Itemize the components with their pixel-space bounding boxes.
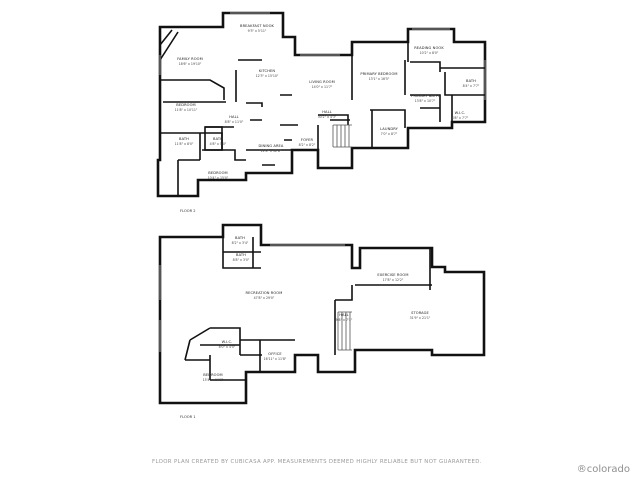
room-bath-lower-1-dims: 8'2" x 3'4" bbox=[232, 241, 249, 245]
room-family-room-name: FAMILY ROOM bbox=[177, 57, 203, 61]
room-office-name: OFFICE bbox=[268, 352, 282, 356]
room-foyer-name: FOYER bbox=[301, 138, 314, 142]
room-bath-upper-2-name: BATH bbox=[179, 137, 189, 141]
room-hall-upper-1-dims: 8'8" x 11'0" bbox=[225, 120, 244, 124]
room-bath-primary-dims: 8'4" x 7'7" bbox=[463, 84, 480, 88]
room-reading-nook-dims: 10'2" x 8'0" bbox=[420, 51, 439, 55]
room-wic-lower-dims: 8'0" x 4'0" bbox=[219, 345, 236, 349]
room-bedroom-lower-dims: 15'4" x 10'8" bbox=[203, 378, 224, 382]
room-hall-upper-2-name: HALL bbox=[322, 110, 332, 114]
room-storage-dims: 31'9" x 21'1" bbox=[410, 316, 431, 320]
lower-floor-plan bbox=[158, 223, 486, 405]
room-kitchen-dims: 12'3" x 15'10" bbox=[256, 74, 279, 78]
room-primary-bath-name: PRIMARY BATH bbox=[411, 94, 439, 98]
room-foyer-dims: 8'2" x 8'2" bbox=[299, 143, 316, 147]
room-bedroom-upper-1-dims: 11'8" x 10'11" bbox=[175, 108, 198, 112]
floor-label-upper: FLOOR 2 bbox=[180, 209, 196, 213]
room-kitchen-name: KITCHEN bbox=[259, 69, 275, 73]
upper-floor-plan bbox=[156, 11, 487, 198]
room-primary-bath-dims: 13'8" x 10'7" bbox=[415, 99, 436, 103]
room-primary-bedroom-name: PRIMARY BEDROOM bbox=[360, 72, 397, 76]
room-dining-area-dims: 11'8" x 12'8" bbox=[261, 149, 282, 153]
room-wic-upper-name: W.I.C. bbox=[455, 111, 466, 115]
room-breakfast-nook-name: BREAKFAST NOOK bbox=[240, 24, 275, 28]
room-hall-upper-1-name: HALL bbox=[229, 115, 239, 119]
room-hall-upper-2-dims: 30'2" x 4'3" bbox=[318, 115, 337, 119]
room-bedroom-lower-name: BEDROOM bbox=[203, 373, 222, 377]
room-bath-lower-2-name: BATH bbox=[236, 253, 246, 257]
room-reading-nook-name: READING NOOK bbox=[414, 46, 444, 50]
room-recreation-room-dims: 47'8" x 29'0" bbox=[254, 296, 275, 300]
room-bedroom-upper-2-dims: 10'4" x 15'0" bbox=[208, 176, 229, 180]
room-dining-area-name: DINING AREA bbox=[259, 144, 284, 148]
room-living-room-dims: 14'0" x 11'7" bbox=[312, 85, 333, 89]
room-hall-lower-name: HALL bbox=[339, 313, 349, 317]
room-bath-primary-name: BATH bbox=[466, 79, 476, 83]
room-office-dims: 16'11" x 11'8" bbox=[264, 357, 287, 361]
room-breakfast-nook-dims: 9'3" x 5'11" bbox=[248, 29, 267, 33]
room-bath-upper-3-name: BATH bbox=[213, 137, 223, 141]
disclaimer-footer: FLOOR PLAN CREATED BY CUBICASA APP. MEAS… bbox=[152, 459, 482, 465]
room-wic-lower-name: W.I.C. bbox=[222, 340, 233, 344]
room-laundry-name: LAUNDRY bbox=[380, 127, 398, 131]
room-bath-lower-1-name: BATH bbox=[235, 236, 245, 240]
room-bedroom-upper-1-name: BEDROOM bbox=[176, 103, 195, 107]
room-living-room-name: LIVING ROOM bbox=[309, 80, 335, 84]
room-family-room-dims: 18'6" x 19'10" bbox=[179, 62, 202, 66]
room-laundry-dims: 7'0" x 8'7" bbox=[381, 132, 398, 136]
floor-label-lower: FLOOR 1 bbox=[180, 415, 196, 419]
brand-watermark: ®colorado bbox=[576, 464, 630, 475]
room-exercise-room-dims: 17'8" x 12'2" bbox=[383, 278, 404, 282]
room-storage-name: STORAGE bbox=[411, 311, 429, 315]
room-bath-lower-2-dims: 8'8" x 3'0" bbox=[233, 258, 250, 262]
room-recreation-room-name: RECREATION ROOM bbox=[246, 291, 283, 295]
room-bath-upper-2-dims: 11'8" x 8'0" bbox=[175, 142, 194, 146]
room-exercise-room-name: EXERCISE ROOM bbox=[377, 273, 408, 277]
room-bath-upper-3-dims: 4'8" x 5'0" bbox=[210, 142, 227, 146]
room-wic-upper-dims: 8'8" x 7'7" bbox=[452, 116, 469, 120]
room-hall-lower-dims: 9'8" x 7'1" bbox=[336, 318, 353, 322]
room-bedroom-upper-2-name: BEDROOM bbox=[208, 171, 227, 175]
room-primary-bedroom-dims: 13'1" x 16'5" bbox=[369, 77, 390, 81]
